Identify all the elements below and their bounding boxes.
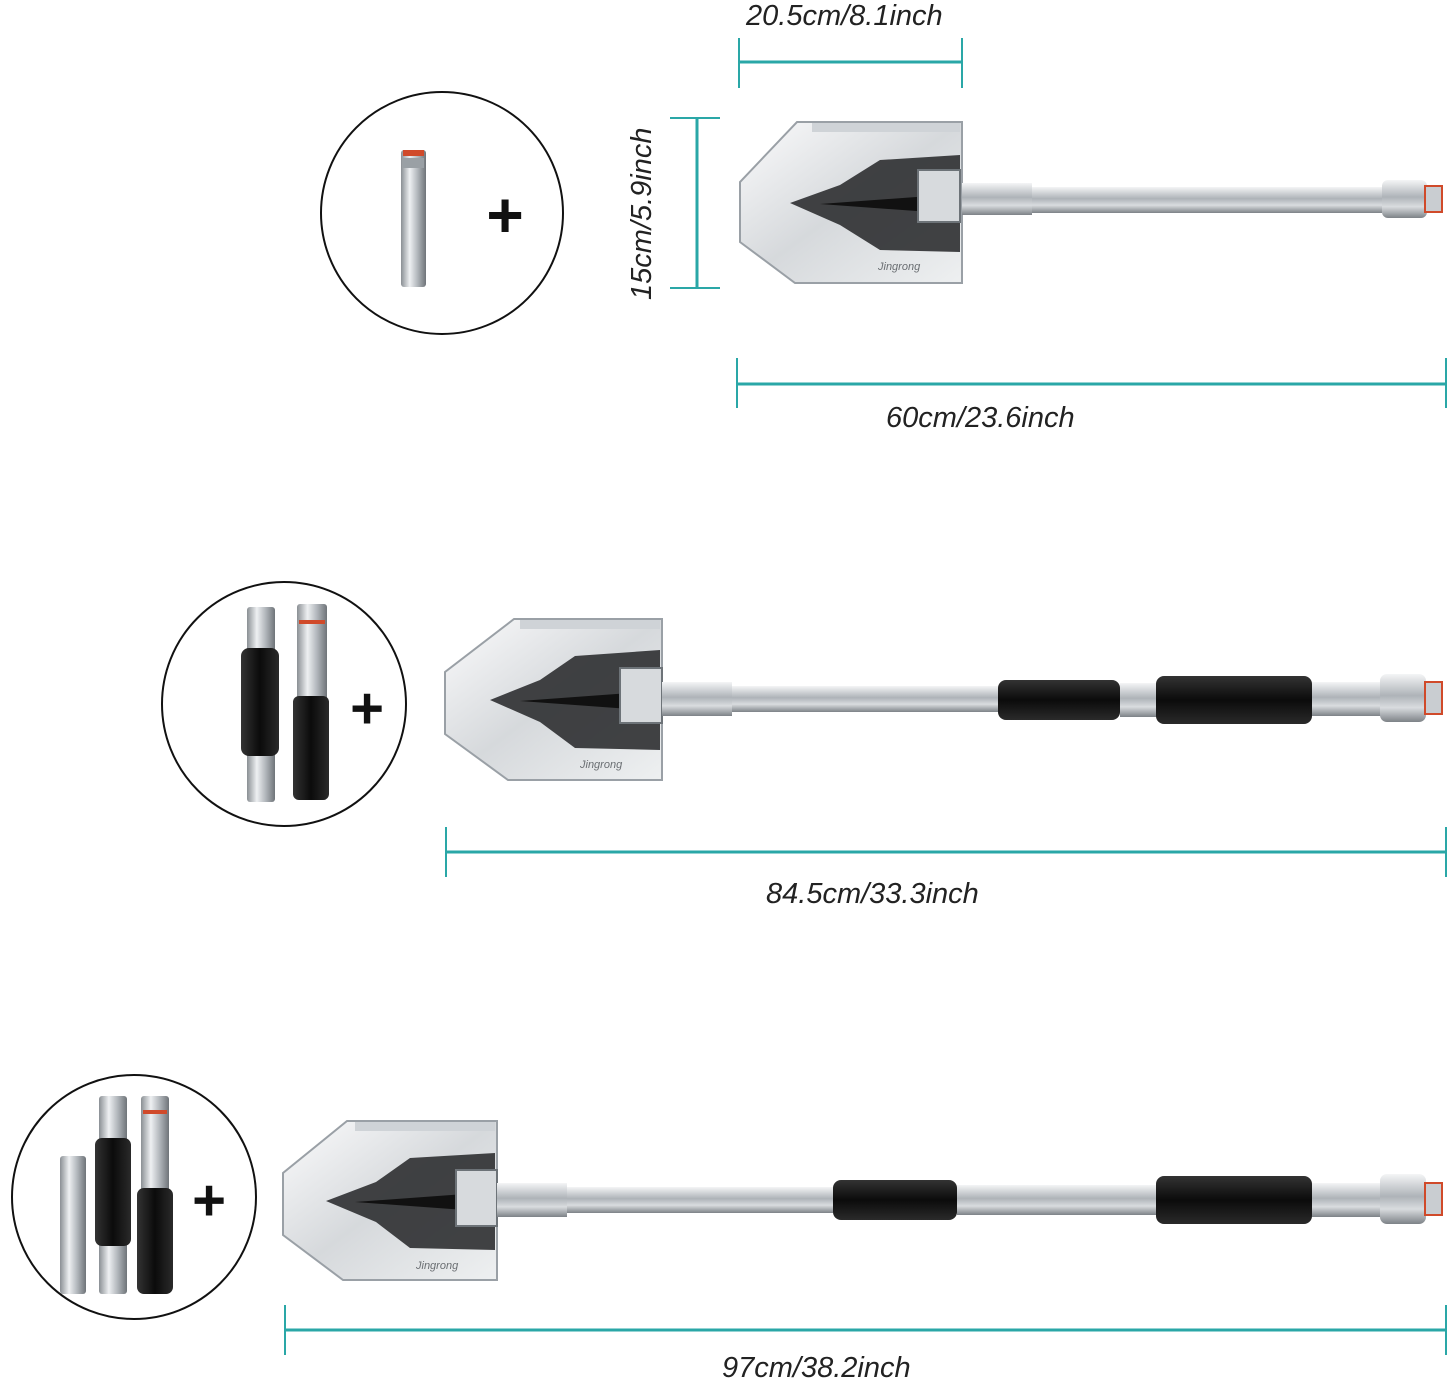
plus-icon: + [192,1168,226,1233]
foam-grip-icon [998,680,1120,720]
shovel-handle [662,674,1443,724]
accessory-circle-1: + [320,91,564,335]
foam-grip-icon [1156,676,1312,724]
length-short-label: 60cm/23.6inch [886,402,1075,434]
length-medium-label: 84.5cm/33.3inch [766,878,979,910]
plus-icon: + [486,179,523,251]
extension-rod-icon [95,1096,131,1294]
length-dimension-long [284,1305,1447,1355]
config-medium: + Jingrong [161,581,1447,877]
shovel-blade-icon: Jingrong [739,121,963,284]
config-short: + Jingrong [320,38,1447,408]
config-long: + Jingrong [11,1074,1447,1355]
shovel-handle [962,180,1443,218]
length-long-label: 97cm/38.2inch [722,1352,911,1384]
length-dimension-medium [445,827,1447,877]
blade-width-dimension [738,38,963,88]
length-dimension-short [736,358,1447,408]
brand-label: Jingrong [579,759,623,771]
blade-height-dimension [670,117,720,289]
foam-grip-icon [1156,1176,1312,1224]
foam-grip-icon [833,1180,957,1220]
extension-rod-icon [137,1096,173,1294]
shovel-blade-icon: Jingrong [444,618,663,781]
extension-rod-icon [293,604,329,800]
shovel-handle [497,1174,1443,1224]
extension-rod-icon [60,1156,86,1294]
extension-rod-icon [401,150,426,287]
plus-icon: + [350,676,384,741]
shovel-blade-icon: Jingrong [282,1120,498,1281]
brand-label: Jingrong [877,261,921,273]
accessory-circle-3: + [11,1074,257,1320]
extension-rod-icon [241,607,279,802]
accessory-circle-2: + [161,581,407,827]
blade-width-label: 20.5cm/8.1inch [746,0,943,32]
blade-height-label: 15cm/5.9inch [626,127,658,301]
brand-label: Jingrong [415,1260,459,1272]
